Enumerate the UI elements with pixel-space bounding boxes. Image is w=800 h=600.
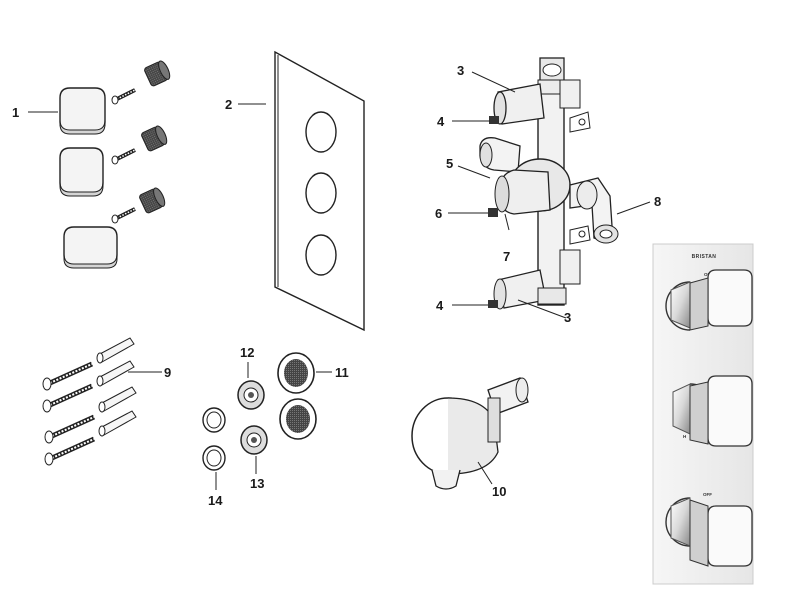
- label-part-13: 13: [250, 476, 264, 491]
- handle-1-bottom: [63, 226, 118, 269]
- handle-1-middle: [59, 147, 104, 197]
- label-part-6: 6: [435, 206, 442, 221]
- wall-plugs-and-screws: [42, 337, 137, 466]
- leader-lines: [28, 71, 651, 490]
- label-part-14: 14: [208, 493, 223, 508]
- label-part-11: 11: [335, 365, 349, 380]
- label-part-10: 10: [492, 484, 506, 499]
- spline-adaptors: [139, 60, 171, 214]
- label-part-3: 3: [457, 63, 464, 78]
- h-label: H: [683, 434, 686, 439]
- grub-screws: [111, 88, 136, 224]
- label-part-7: 7: [503, 249, 510, 264]
- label-part-1: 1: [12, 105, 19, 120]
- assembled-shower-valve: BRISTAN OFF ON PRO H OFF ON PRO: [652, 243, 754, 585]
- brand-label: BRISTAN: [692, 254, 717, 260]
- label-part-3-lower: 3: [564, 310, 571, 325]
- wall-outlet-elbow: [411, 377, 529, 490]
- label-part-9: 9: [164, 365, 171, 380]
- handle-1-top: [59, 87, 106, 135]
- label-part-12: 12: [240, 345, 254, 360]
- off-label-bottom: OFF: [703, 492, 712, 497]
- label-part-2: 2: [225, 97, 232, 112]
- faceplate-part-2: [274, 50, 365, 332]
- label-part-4-upper: 4: [437, 114, 445, 129]
- filter-and-seal-set: [202, 352, 317, 471]
- label-part-4-lower: 4: [436, 298, 444, 313]
- label-part-8: 8: [654, 194, 661, 209]
- label-part-5: 5: [446, 156, 453, 171]
- thermostatic-valve-body: [479, 57, 619, 310]
- part-number-labels: 1 2 3 4 5 6 7 8 4 3 9 12 11 13 14 10: [12, 63, 661, 508]
